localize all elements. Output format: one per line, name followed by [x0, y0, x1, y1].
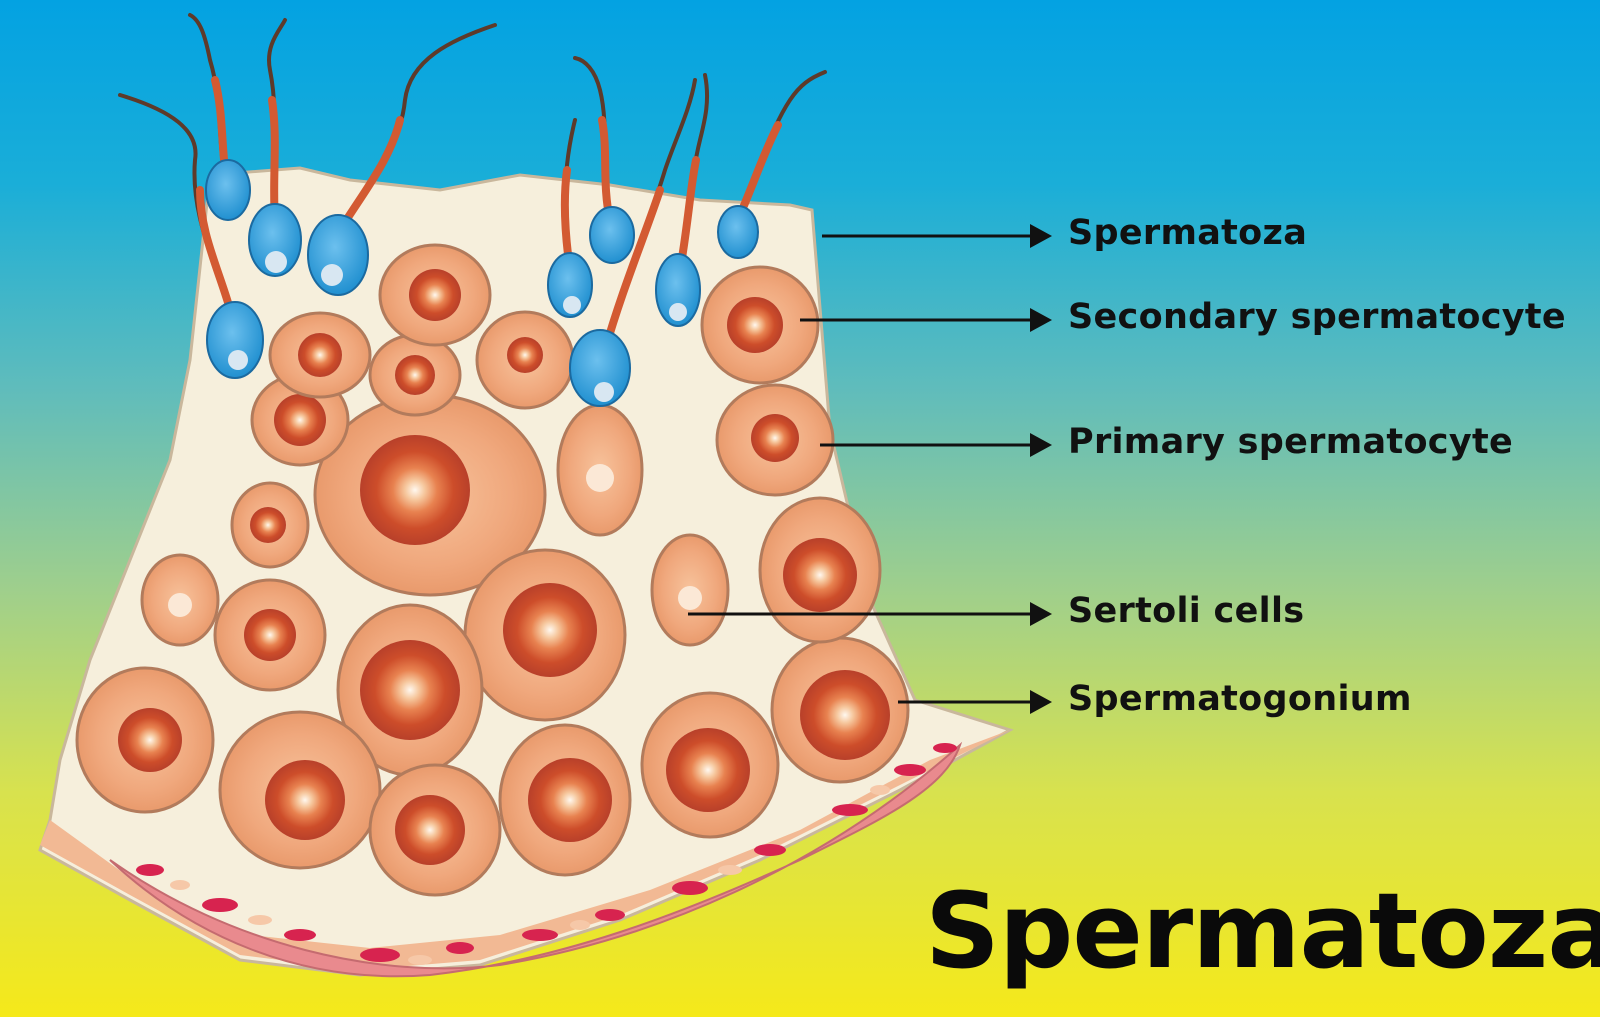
- pointer-spermatoza: [822, 224, 1052, 248]
- sperm: [717, 70, 827, 259]
- pale-granules: [170, 785, 890, 965]
- cell: [498, 723, 632, 877]
- cell: [75, 666, 215, 814]
- secondary-spermatocyte-cell: [700, 265, 820, 385]
- pointer-sertoli-cells: [688, 602, 1052, 626]
- label-pointers: [688, 224, 1052, 714]
- sperm: [248, 18, 302, 277]
- basement-membrane: [109, 741, 963, 978]
- cell: [218, 710, 382, 870]
- cell: [336, 603, 484, 777]
- cell: [378, 243, 492, 347]
- sperm: [547, 118, 593, 318]
- cell: [556, 403, 644, 537]
- label-spermatoza: Spermatoza: [1068, 213, 1308, 253]
- sperm: [655, 73, 710, 327]
- sperm: [569, 78, 697, 407]
- label-spermatogonium: Spermatogonium: [1068, 679, 1412, 719]
- cell: [640, 691, 780, 839]
- cell: [268, 311, 372, 399]
- cell: [313, 393, 547, 597]
- red-blood-cells: [136, 743, 957, 962]
- cell: [463, 548, 627, 722]
- cell: [368, 763, 502, 897]
- diagram-title: Spermatoza: [925, 870, 1600, 992]
- cell: [230, 481, 310, 569]
- cell: [650, 533, 730, 647]
- pointer-primary-spermatocyte: [820, 433, 1052, 457]
- label-primary-spermatocyte: Primary spermatocyte: [1068, 422, 1514, 462]
- sperm-cells: [118, 13, 827, 407]
- cell: [140, 553, 220, 647]
- cell: [368, 333, 462, 417]
- cell: [213, 578, 327, 692]
- sperm: [307, 23, 497, 296]
- cell: [758, 496, 882, 644]
- spermatogenic-cells: [75, 243, 910, 897]
- cell: [475, 310, 575, 410]
- sperm: [188, 13, 251, 221]
- label-secondary-spermatocyte: Secondary spermatocyte: [1068, 297, 1566, 337]
- pointer-secondary-spermatocyte: [800, 308, 1052, 332]
- primary-spermatocyte-cell: [715, 383, 835, 497]
- sperm: [118, 93, 264, 379]
- cell: [770, 636, 910, 784]
- label-sertoli-cells: Sertoli cells: [1068, 591, 1305, 631]
- pointer-spermatogonium: [898, 690, 1052, 714]
- sperm: [573, 56, 635, 264]
